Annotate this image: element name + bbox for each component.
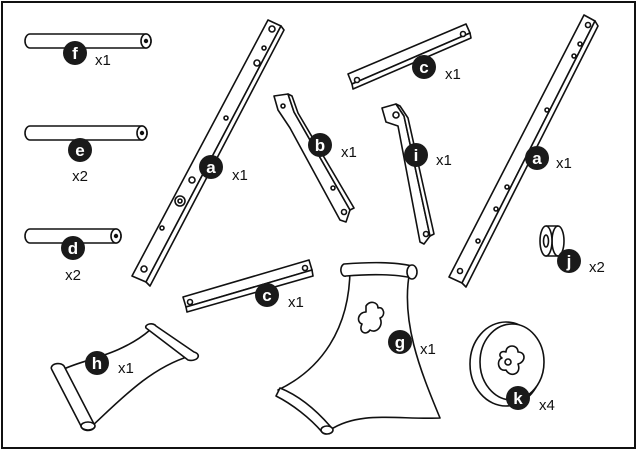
part-d1-letter: d [68, 239, 78, 258]
part-h1-badge [85, 351, 109, 375]
part-h1-letter: h [92, 354, 102, 373]
bar-c-lower-shape [182, 259, 314, 313]
part-g1-letter: g [395, 333, 405, 352]
part-f1-quantity: x1 [95, 52, 111, 69]
arm-i-shape [381, 103, 435, 245]
dowel-f-shape [24, 33, 152, 49]
part-i1-quantity: x1 [436, 152, 452, 169]
part-e1-quantity: x2 [72, 168, 88, 185]
part-k1-badge [506, 386, 530, 410]
part-i1-label: i x1 [404, 143, 452, 169]
part-b1-label: b x1 [308, 133, 357, 161]
part-f1-badge [63, 41, 87, 65]
part-a1-quantity: x1 [232, 167, 248, 184]
part-c2-quantity: x1 [288, 294, 304, 311]
bar-c-upper-shape [347, 23, 472, 90]
part-f1-letter: f [72, 44, 78, 63]
part-g1-badge [388, 330, 412, 354]
wheel-k-shape [469, 321, 545, 407]
rail-a-left-shape [131, 19, 285, 287]
part-e1-label: e x2 [68, 138, 92, 185]
part-j1-label: j x2 [557, 249, 605, 276]
fabric-h-shape [50, 323, 200, 432]
part-h1-label: h x1 [85, 351, 134, 377]
part-k1-label: k x4 [506, 386, 555, 414]
part-b1-letter: b [315, 136, 325, 155]
part-k1-quantity: x4 [539, 397, 555, 414]
part-k1-letter: k [513, 389, 523, 408]
part-j1-badge [557, 249, 581, 273]
part-c2-badge [255, 283, 279, 307]
part-a1-letter: a [206, 158, 216, 177]
part-c1-badge [412, 55, 436, 79]
labels-layer: f x1 e x2 d x2 a x1 a x1 c x1 c x1 b x1 i x1 j x2 h x1 g x1 k x4 [61, 41, 605, 414]
part-e1-letter: e [75, 141, 84, 160]
knob-j-shape [539, 225, 565, 257]
part-d1-quantity: x2 [65, 267, 81, 284]
dowel-e-shape [24, 125, 148, 141]
part-d1-badge [61, 236, 85, 260]
rail-a-right-shape [448, 14, 599, 288]
part-c1-quantity: x1 [445, 66, 461, 83]
part-a1-label: a x1 [199, 155, 248, 184]
part-a1-badge [199, 155, 223, 179]
part-c2-letter: c [262, 286, 271, 305]
part-c1-label: c x1 [412, 55, 461, 83]
part-c1-letter: c [419, 58, 428, 77]
part-a2-quantity: x1 [556, 155, 572, 172]
part-i1-badge [404, 143, 428, 167]
part-h1-quantity: x1 [118, 360, 134, 377]
part-g1-quantity: x1 [420, 341, 436, 358]
part-j1-letter: j [566, 252, 572, 271]
part-b1-quantity: x1 [341, 144, 357, 161]
part-e1-badge [68, 138, 92, 162]
part-g1-label: g x1 [388, 330, 436, 358]
part-a2-badge [525, 146, 549, 170]
fabric-g-shape [275, 261, 441, 435]
part-b1-badge [308, 133, 332, 157]
part-a2-letter: a [532, 149, 542, 168]
arm-b-shape [273, 93, 355, 223]
part-j1-quantity: x2 [589, 259, 605, 276]
part-i1-letter: i [414, 146, 419, 165]
part-a2-label: a x1 [525, 146, 572, 172]
part-c2-label: c x1 [255, 283, 304, 311]
part-d1-label: d x2 [61, 236, 85, 284]
part-f1-label: f x1 [63, 41, 111, 69]
